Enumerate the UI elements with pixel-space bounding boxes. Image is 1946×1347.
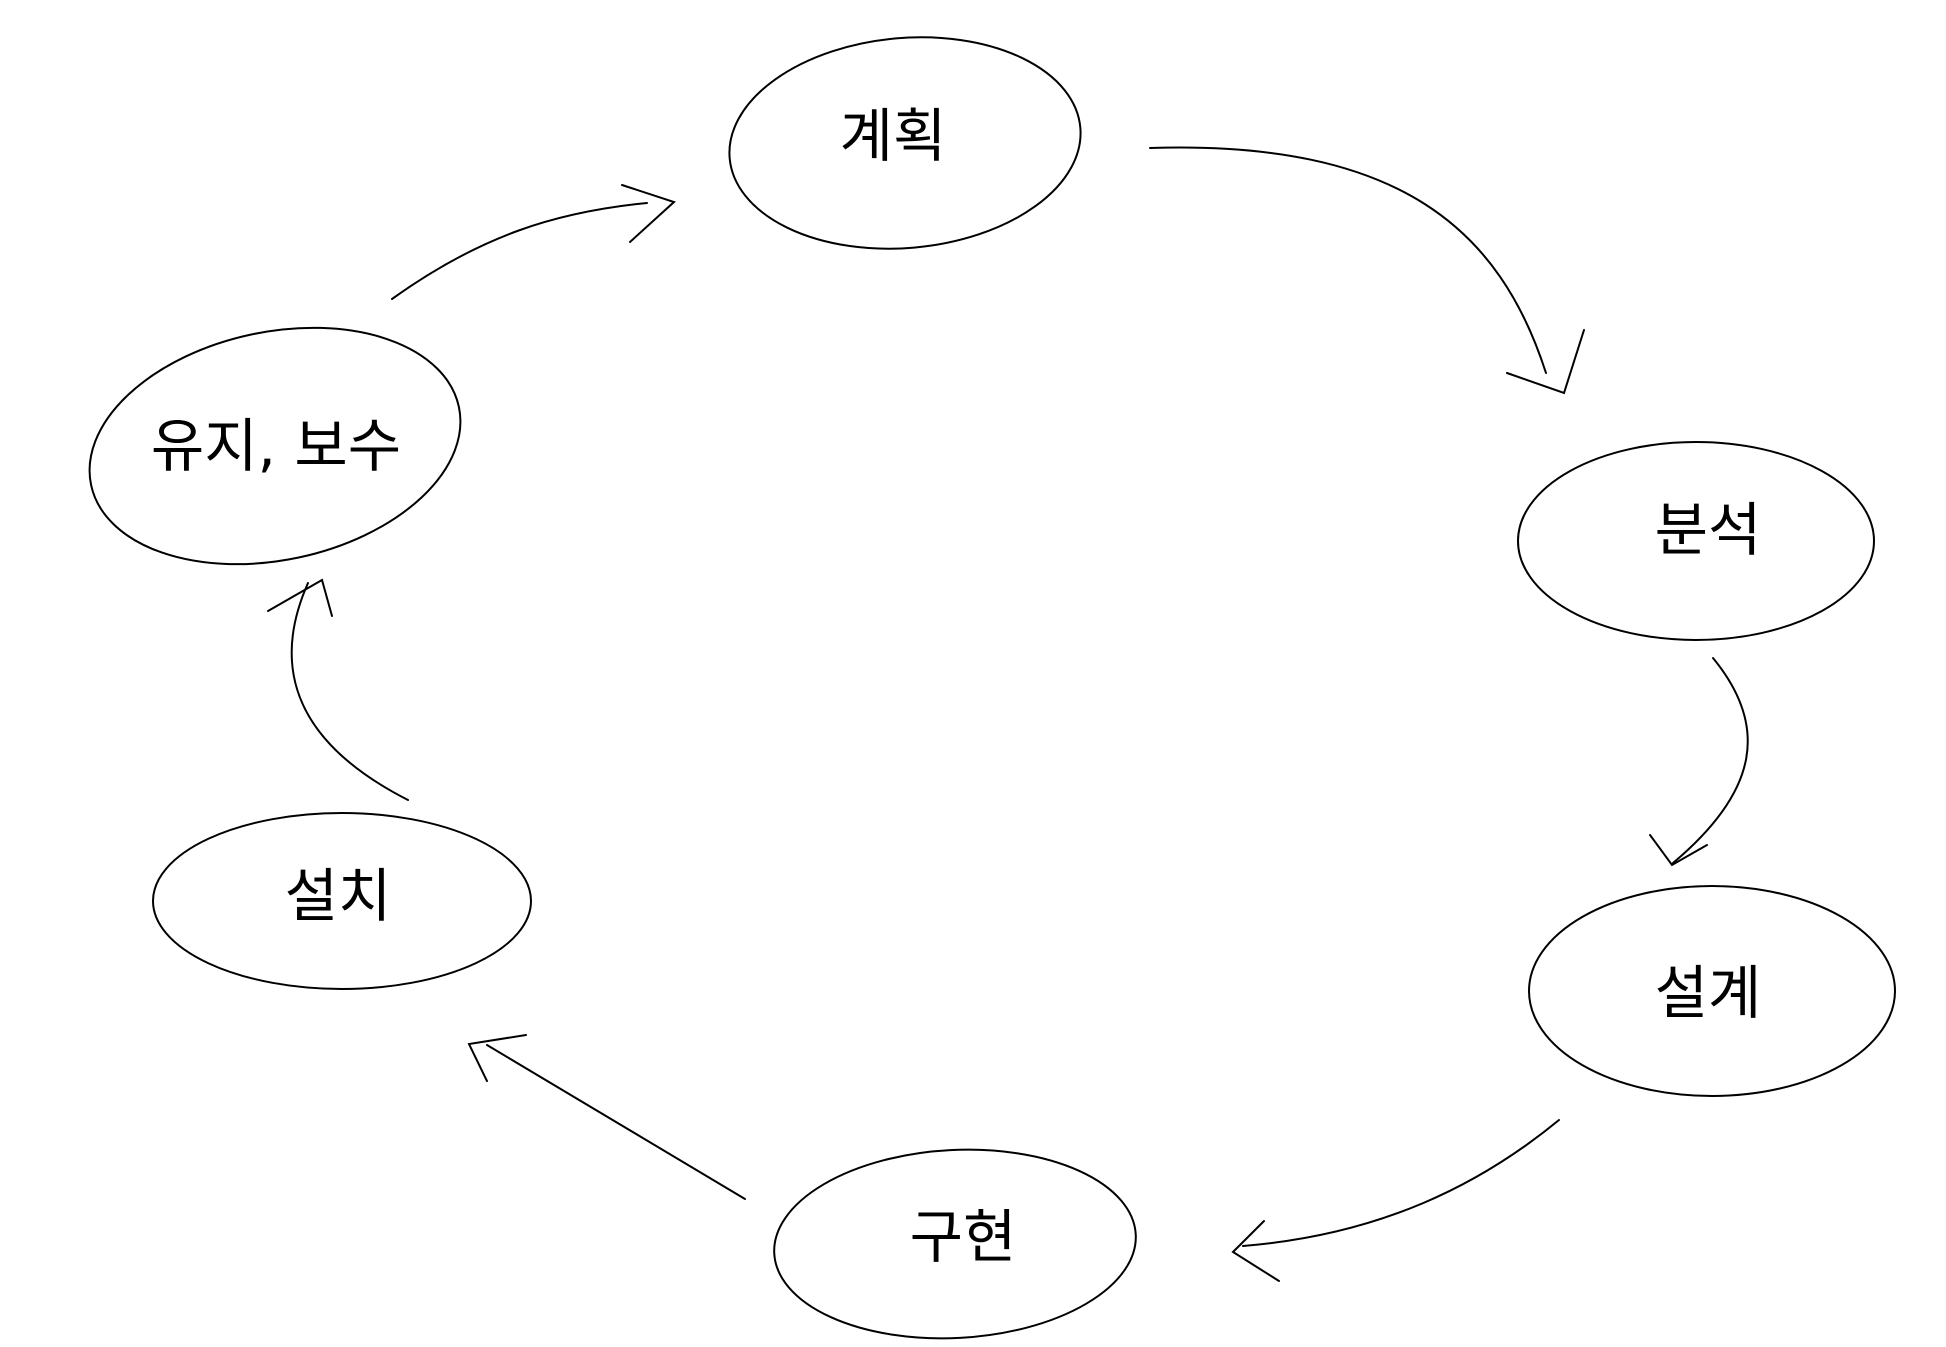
node-installation-ellipse bbox=[152, 812, 532, 990]
node-design: 설계 bbox=[1528, 885, 1896, 1097]
edge-analysis-to-design bbox=[1649, 657, 1749, 867]
node-plan-label: 계획 bbox=[840, 102, 947, 170]
node-plan: 계획 bbox=[728, 36, 1082, 250]
edge-design-to-implementation bbox=[1231, 1119, 1560, 1282]
arrowhead-icon bbox=[267, 578, 333, 617]
node-implementation-label: 구현 bbox=[910, 1203, 1017, 1271]
node-implementation-ellipse bbox=[773, 1148, 1137, 1340]
node-installation: 설치 bbox=[152, 812, 532, 990]
edge-installation-to-maintenance bbox=[267, 578, 409, 801]
arrowhead-icon bbox=[1506, 329, 1585, 395]
edge-implementation-to-installation bbox=[467, 1034, 746, 1200]
node-implementation: 구현 bbox=[773, 1148, 1137, 1340]
edges bbox=[267, 146, 1749, 1282]
node-installation-label: 설치 bbox=[285, 862, 392, 930]
nodes: 계획 분석 설계 구현 설치 유지, 보수 bbox=[88, 36, 1896, 1340]
edge-maintenance-to-plan bbox=[391, 184, 676, 300]
node-design-ellipse bbox=[1528, 885, 1896, 1097]
node-plan-ellipse bbox=[728, 36, 1082, 250]
node-analysis-ellipse bbox=[1517, 441, 1875, 641]
arrowhead-icon bbox=[1231, 1220, 1280, 1282]
node-design-label: 설계 bbox=[1655, 959, 1762, 1027]
node-maintenance-label: 유지, 보수 bbox=[151, 412, 401, 480]
arrowhead-icon bbox=[467, 1034, 527, 1082]
arrowhead-icon bbox=[621, 184, 676, 243]
arrowhead-icon bbox=[1649, 834, 1708, 867]
edge-plan-to-analysis bbox=[1149, 146, 1585, 395]
node-maintenance: 유지, 보수 bbox=[88, 326, 462, 566]
node-analysis-label: 분석 bbox=[1655, 496, 1762, 564]
node-maintenance-ellipse bbox=[88, 326, 462, 566]
node-analysis: 분석 bbox=[1517, 441, 1875, 641]
